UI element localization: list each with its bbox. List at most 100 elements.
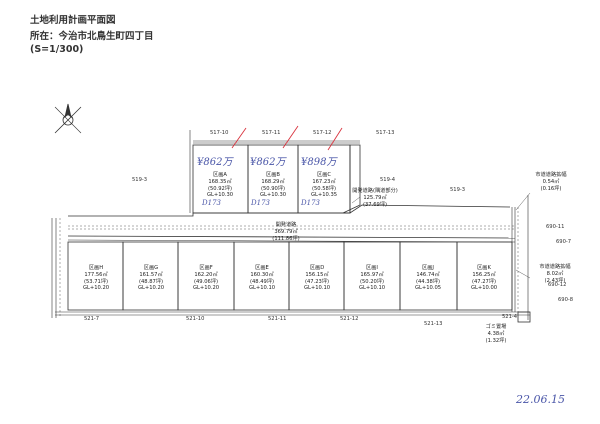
parcel-east-3: 690-12 [548, 282, 567, 288]
lot-h-tsubo: (53.71坪) [83, 278, 109, 285]
lot-b-hand-code: D173 [251, 199, 270, 207]
plan-location: 所在：今治市北鳥生町四丁目 [30, 31, 154, 42]
lot-h: 区画H 177.56㎡ (53.71坪) GL+10.20 [75, 265, 117, 292]
lot-g-area: 161.57㎡ [139, 271, 163, 278]
parcel-east-4: 690-8 [558, 297, 574, 303]
lot-j-area: 146.74㎡ [416, 271, 440, 278]
lot-k-area: 156.25㎡ [472, 271, 496, 278]
branch-road-area: 125.79㎡ [363, 194, 387, 201]
garbage-station-area: 4.38㎡ [487, 330, 505, 337]
city-road-east-name: 市道道路拡幅 [539, 264, 571, 270]
lot-i-gl: GL+10.10 [358, 285, 386, 292]
lot-f-tsubo: (49.06坪) [193, 278, 219, 285]
lot-j-gl: GL+10.05 [414, 285, 442, 292]
lot-c-tsubo: (50.58坪) [311, 185, 337, 192]
lot-d-area: 156.15㎡ [305, 271, 329, 278]
lot-a-hand-price: ¥862万 [197, 157, 233, 168]
parcel-left-north: 519-3 [132, 177, 148, 183]
north-arrow-icon [54, 103, 82, 134]
lot-a-hand-code: D173 [202, 199, 221, 207]
lot-b-tsubo: (50.90坪) [260, 185, 286, 192]
city-road-east-label: 市道道路拡幅 8.02㎡ (2.43坪) [530, 264, 580, 284]
lot-f-area: 162.20㎡ [194, 271, 218, 278]
parcel-bottom-3: 521-11 [268, 316, 287, 322]
lot-d-name: 区画D [309, 265, 325, 271]
parcel-top-1: 517-10 [210, 130, 229, 136]
parcel-bottom-5: 521-13 [424, 321, 443, 327]
plan-scale: (S=1/300) [30, 44, 84, 55]
lot-k-name: 区画K [477, 265, 491, 271]
plan-title: 土地利用計画平面図 [30, 15, 116, 26]
city-road-north-area: 0.54㎡ [542, 178, 560, 185]
parcel-mid: 519-4 [380, 177, 396, 183]
parcel-bottom-4: 521-12 [340, 316, 359, 322]
lot-j-name: 区画J [422, 265, 434, 271]
garbage-station-tsubo: (1.32坪) [485, 337, 507, 344]
parcel-east-1: 690-11 [546, 224, 565, 230]
lot-e-tsubo: (48.49坪) [249, 278, 275, 285]
lot-a-gl: GL+10.30 [206, 192, 234, 199]
lot-c-area: 167.23㎡ [312, 178, 336, 185]
lot-f: 区画F 162.20㎡ (49.06坪) GL+10.20 [185, 265, 227, 292]
lot-c: 区画C 167.23㎡ (50.58坪) GL+10.35 [303, 172, 345, 199]
lot-e-name: 区画E [255, 265, 269, 271]
branch-road-name: 開発道路(隅道部分) [352, 188, 398, 194]
main-road-label: 開発道路 369.79㎡ (111.86坪) [266, 222, 306, 242]
branch-road-tsubo: (37.69坪) [362, 201, 388, 208]
lot-f-gl: GL+10.20 [192, 285, 220, 292]
parcel-right-north: 519-3 [450, 187, 466, 193]
main-road-area: 369.79㎡ [274, 228, 298, 235]
lot-b: 区画B 168.29㎡ (50.90坪) GL+10.30 [253, 172, 293, 199]
lot-j-tsubo: (44.38坪) [415, 278, 441, 285]
parcel-bottom-2: 521-10 [186, 316, 205, 322]
lot-k-gl: GL+10.00 [470, 285, 498, 292]
lot-d-gl: GL+10.10 [303, 285, 331, 292]
garbage-station-label: ゴミ置場 4.38㎡ (1.32坪) [478, 324, 514, 344]
lot-h-area: 177.56㎡ [84, 271, 108, 278]
lot-a-area: 168.35㎡ [208, 178, 232, 185]
lot-i-area: 165.97㎡ [360, 271, 384, 278]
lot-a-tsubo: (50.92坪) [207, 185, 233, 192]
parcel-top-3: 517-12 [313, 130, 332, 136]
lot-e-gl: GL+10.10 [248, 285, 276, 292]
parcel-bottom-1: 521-7 [84, 316, 100, 322]
parcel-bottom-right: 521-4 [502, 314, 518, 320]
lot-h-name: 区画H [88, 265, 104, 271]
city-road-north-tsubo: (0.16坪) [540, 185, 562, 192]
lot-b-gl: GL+10.30 [259, 192, 287, 199]
lot-k: 区画K 156.25㎡ (47.27坪) GL+10.00 [463, 265, 505, 292]
city-road-north-label: 市道道路拡幅 0.54㎡ (0.16坪) [526, 172, 576, 192]
lot-i: 区画I 165.97㎡ (50.20坪) GL+10.10 [351, 265, 393, 292]
lot-e: 区画E 160.30㎡ (48.49坪) GL+10.10 [241, 265, 283, 292]
lot-c-hand-code: D173 [301, 199, 320, 207]
lot-d: 区画D 156.15㎡ (47.23坪) GL+10.10 [296, 265, 338, 292]
road-south-edge [67, 235, 516, 239]
garbage-station-name: ゴミ置場 [485, 324, 507, 330]
lot-d-tsubo: (47.23坪) [304, 278, 330, 285]
parcel-top-2: 517-11 [262, 130, 281, 136]
handwritten-red-marks [231, 125, 343, 151]
lot-f-name: 区画F [199, 265, 213, 271]
lot-a-name: 区画A [213, 172, 227, 178]
lot-c-gl: GL+10.35 [310, 192, 338, 199]
city-road-north-name: 市道道路拡幅 [535, 172, 567, 178]
lot-e-area: 160.30㎡ [250, 271, 274, 278]
lot-b-area: 168.29㎡ [261, 178, 285, 185]
lot-i-tsubo: (50.20坪) [359, 278, 385, 285]
lot-k-tsubo: (47.27坪) [471, 278, 497, 285]
lot-a: 区画A 168.35㎡ (50.92坪) GL+10.30 [200, 172, 240, 199]
branch-road-label: 開発道路(隅道部分) 125.79㎡ (37.69坪) [348, 188, 402, 208]
road-north-edge [68, 204, 511, 217]
garbage-station-outline [517, 311, 531, 323]
lot-b-hand-price: ¥862万 [250, 157, 286, 168]
lot-j: 区画J 146.74㎡ (44.38坪) GL+10.05 [407, 265, 449, 292]
lot-g-tsubo: (48.87坪) [138, 278, 164, 285]
parcel-east-2: 690-7 [556, 239, 572, 245]
main-road-name: 開発道路 [275, 222, 297, 228]
lot-c-hand-price: ¥898万 [301, 157, 337, 168]
lot-c-name: 区画C [317, 172, 331, 178]
main-road-tsubo: (111.86坪) [272, 235, 300, 242]
city-road-east-area: 8.02㎡ [546, 270, 564, 277]
lot-g: 区画G 161.57㎡ (48.87坪) GL+10.20 [130, 265, 172, 292]
